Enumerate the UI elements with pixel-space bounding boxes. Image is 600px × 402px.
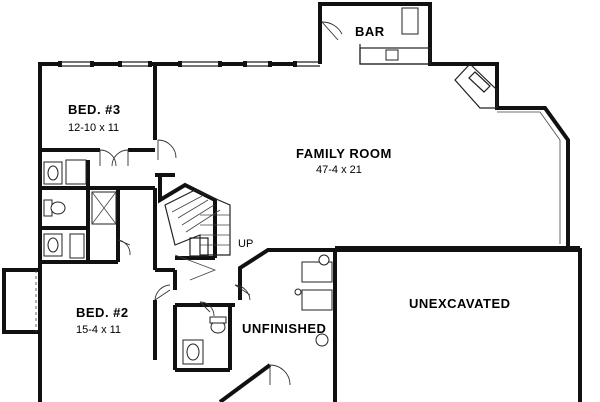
bath-fixtures: [43, 159, 227, 365]
mechanical-equipment: [294, 254, 333, 347]
window-markers: [58, 61, 297, 67]
stairs-up-label: UP: [238, 238, 253, 250]
staircase: [164, 189, 231, 281]
room-name-bed2: BED. #2: [76, 305, 129, 320]
interior-walls: [38, 64, 580, 402]
bay-fixture: [454, 63, 498, 109]
room-name-unexcavated: UNEXCAVATED: [409, 296, 511, 311]
bar-fixtures: [321, 7, 431, 65]
room-name-family: FAMILY ROOM: [296, 146, 392, 161]
room-labels: BAR BED. #3 12-10 x 11 FAMILY ROOM 47-4 …: [68, 24, 511, 336]
room-name-bar: BAR: [355, 24, 385, 39]
room-name-bed3: BED. #3: [68, 102, 121, 117]
room-dims-bed2: 15-4 x 11: [76, 324, 121, 336]
room-dims-family: 47-4 x 21: [316, 164, 362, 176]
door-swings: [99, 139, 291, 386]
room-name-unfinished: UNFINISHED: [242, 321, 326, 336]
room-dims-bed3: 12-10 x 11: [68, 122, 119, 134]
bay-inner-line: [497, 111, 561, 244]
